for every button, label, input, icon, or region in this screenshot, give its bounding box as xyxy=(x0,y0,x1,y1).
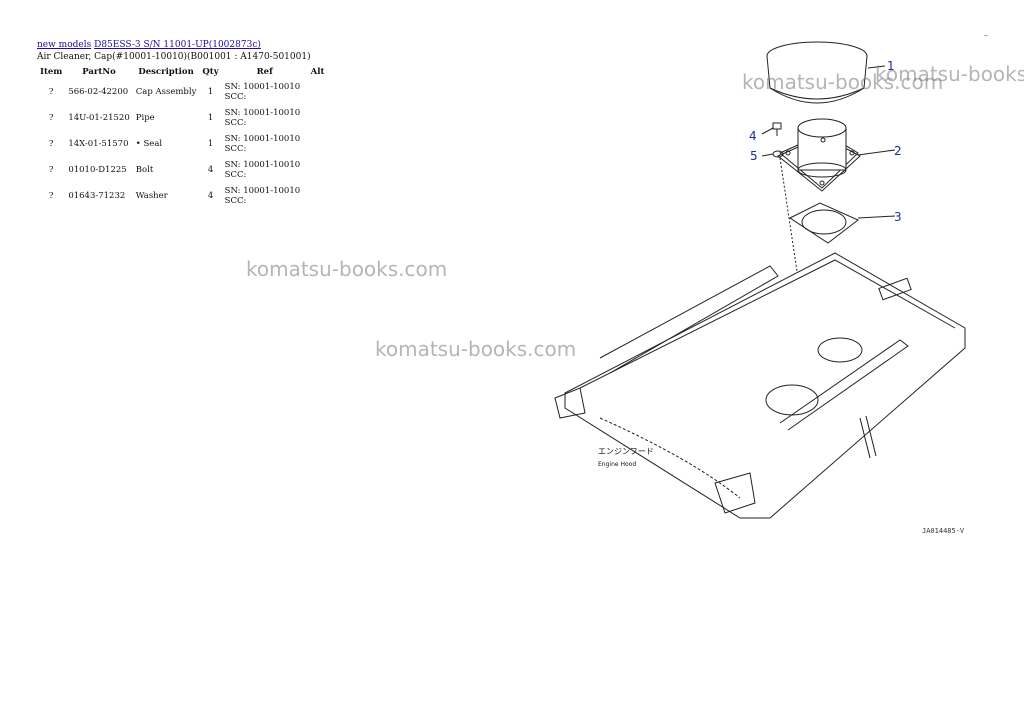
cell-qty: 4 xyxy=(207,191,214,201)
engine-hood-drawing xyxy=(554,252,966,519)
cell-description: Pipe xyxy=(135,113,155,123)
pipe-drawing xyxy=(777,118,861,192)
header-partno: PartNo xyxy=(82,67,116,77)
parts-diagram: 1 2 3 4 5 エンジンフード Engine Hood JA014485-V xyxy=(554,41,966,535)
cap-drawing xyxy=(766,41,868,104)
cell-item: ? xyxy=(48,113,54,123)
table-row: ? 566-02-42200 Cap Assembly 1 SN: 10001-… xyxy=(37,79,327,105)
cell-qty: 1 xyxy=(207,139,214,149)
engine-hood-label-jp: エンジンフード xyxy=(598,447,654,456)
cell-partno: 01010-D1225 xyxy=(68,165,127,175)
ref-scc: SCC: xyxy=(224,144,247,154)
ref-serial: SN: 10001-10010 xyxy=(224,82,301,92)
callout-5: 5 xyxy=(750,149,758,163)
ref-serial: SN: 10001-10010 xyxy=(224,160,301,170)
cell-partno: 566-02-42200 xyxy=(68,87,129,97)
callout-4: 4 xyxy=(749,129,757,143)
cell-description: Cap Assembly xyxy=(135,87,197,97)
ref-serial: SN: 10001-10010 xyxy=(224,108,301,118)
cell-item: ? xyxy=(48,139,54,149)
cell-qty: 1 xyxy=(207,113,214,123)
cell-alt xyxy=(308,79,328,105)
breadcrumb-link-new-models[interactable]: new models xyxy=(37,40,92,50)
engine-hood-label-en: Engine Hood xyxy=(598,461,636,468)
callout-3: 3 xyxy=(894,210,902,224)
callout-1: 1 xyxy=(887,59,895,73)
ref-scc: SCC: xyxy=(224,170,247,180)
cell-alt xyxy=(308,105,328,131)
ref-scc: SCC: xyxy=(224,92,247,102)
header-qty: Qty xyxy=(202,67,219,77)
corner-mark: – xyxy=(984,31,988,40)
cell-alt xyxy=(308,183,328,209)
cell-alt xyxy=(308,157,328,183)
cell-qty: 1 xyxy=(207,87,214,97)
ref-serial: SN: 10001-10010 xyxy=(224,186,301,196)
bolt-drawing xyxy=(772,122,782,136)
page-subtitle: Air Cleaner, Cap(#10001-10010)(B001001 :… xyxy=(37,52,311,62)
breadcrumb-link-model[interactable]: D85ESS-3 S/N 11001-UP(1002873c) xyxy=(94,40,261,50)
ref-scc: SCC: xyxy=(224,118,247,128)
ref-serial: SN: 10001-10010 xyxy=(224,134,301,144)
cell-description: Washer xyxy=(135,191,168,201)
header-alt: Alt xyxy=(310,67,325,77)
header-description: Description xyxy=(138,67,194,77)
ref-scc: SCC: xyxy=(224,196,247,206)
callout-2: 2 xyxy=(894,144,902,158)
parts-table: Item PartNo Description Qty Ref Alt ? 56… xyxy=(37,65,327,209)
drawing-code: JA014485-V xyxy=(922,527,965,535)
cell-item: ? xyxy=(48,87,54,97)
cell-partno: 14U-01-21520 xyxy=(68,113,130,123)
header-ref: Ref xyxy=(256,67,273,77)
cell-alt xyxy=(308,131,328,157)
table-header-row: Item PartNo Description Qty Ref Alt xyxy=(37,65,327,79)
cell-partno: 14X-01-51570 xyxy=(68,139,129,149)
cell-description: Bolt xyxy=(135,165,154,175)
cell-description: • Seal xyxy=(135,139,163,149)
breadcrumb: new models D85ESS-3 S/N 11001-UP(1002873… xyxy=(37,40,261,51)
seal-drawing xyxy=(789,202,859,244)
cell-item: ? xyxy=(48,165,54,175)
cell-partno: 01643-71232 xyxy=(68,191,126,201)
cell-item: ? xyxy=(48,191,54,201)
watermark: komatsu-books.com xyxy=(246,257,448,281)
header-item: Item xyxy=(40,67,63,77)
cell-qty: 4 xyxy=(207,165,214,175)
